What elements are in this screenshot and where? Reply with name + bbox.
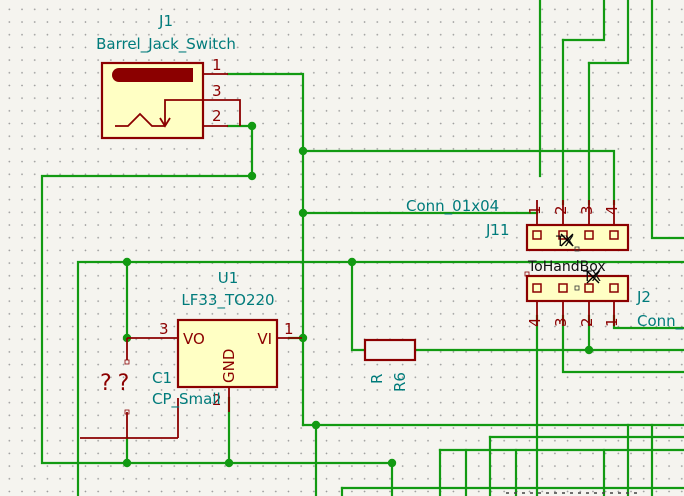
j1-switch-arm [164,99,203,126]
wires [40,0,684,496]
j2-body [525,274,630,303]
junction-dot [311,420,321,430]
u1-ref: U1 [218,269,239,287]
u1-gnd-label: GND [220,349,238,383]
r6-body [363,338,417,362]
j11-anchor [574,246,580,252]
j2-anchor [574,285,580,291]
c1-missing-marks: ?? [100,371,135,396]
j11-pin2-number: 2 [552,205,570,215]
wire-j1-pin2[interactable] [226,124,254,178]
c1-capacitor[interactable]: ?? C1 CP_Small [80,338,221,439]
j2-pin4-number: 4 [526,317,544,327]
u1-value: LF33_TO220 [181,291,274,310]
junction-dot [247,121,257,131]
wire-to-j11-pin4[interactable] [301,149,616,206]
junction-dot [298,333,308,343]
j1-pin3-number: 3 [212,82,222,100]
j11-value: Conn_01x04 [406,197,499,216]
u1-body [176,318,279,389]
j1-pin1-number: 1 [212,56,222,74]
j1-barrel-jack[interactable]: J1 Barrel_Jack_Switch 1 3 2 [96,12,241,140]
j1-value: Barrel_Jack_Switch [96,35,236,54]
j11-pin4-pad [609,230,619,240]
c1-value: CP_Small [152,390,221,409]
j1-ref: J1 [158,12,173,30]
wire-3v3-rail[interactable] [76,260,684,496]
j2-pin1-pad [609,283,619,293]
j2-pin3-number: 3 [552,317,570,327]
wire-top-b[interactable] [587,0,630,65]
wire-j2-pin3[interactable] [561,314,684,374]
j2-no-connect-mark [586,270,600,284]
junction-dot [347,257,357,267]
junction-dot [224,458,234,468]
wire-top-right[interactable] [650,0,684,240]
j11-no-connect-mark [560,233,574,247]
j2-pin4-pad [532,283,542,293]
wire-r6-left[interactable] [350,260,367,352]
j11-body [525,223,630,252]
r6-resistor[interactable]: R R6 [363,338,417,392]
c1-anchor-bottom [124,409,130,415]
junction-dot [298,208,308,218]
j1-pin3-route [228,99,241,126]
j11-pin4-number: 4 [603,205,621,215]
junction-dot [584,345,594,355]
j11-pin3-number: 3 [578,205,596,215]
j11-connector[interactable]: Conn_01x04 J11 1 2 3 4 TX [406,197,630,252]
j1-barrel-end [181,68,193,82]
junction-dot [122,257,132,267]
j2-pin1-number: 1 [603,317,621,327]
j1-pin2-number: 2 [212,107,222,125]
j1-switch-shape [115,112,165,127]
r6-value: R6 [391,372,409,392]
wire-j1-pin1[interactable] [226,72,305,427]
u1-vo-label: VO [183,330,205,348]
junction-dot [387,458,397,468]
u1-pin2-number: 2 [212,391,222,409]
u1-pin1-number: 1 [284,320,294,338]
j2-value: Conn_ [637,312,684,331]
junctions [122,121,594,468]
r6-ref: R [368,374,386,384]
j2-pin3-pad [558,283,568,293]
u1-vi-label: VI [257,330,272,348]
j11-pin2-pad [558,230,568,240]
j11-pin1-number: 1 [526,205,544,215]
j2-pin2-number: 2 [578,317,596,327]
wire-top-a[interactable] [561,0,606,42]
junction-dot [122,458,132,468]
junction-dot [247,171,257,181]
c1-ref: C1 [152,369,172,387]
j11-pin1-pad [532,230,542,240]
j2-pin2-pad [584,283,594,293]
wire-gnd-loop[interactable] [40,174,394,465]
j2-ref: J2 [636,288,651,306]
u1-pin3-number: 3 [159,320,169,338]
j2-label-anchor [524,271,530,277]
u1-regulator[interactable]: U1 LF33_TO220 VO VI GND 3 1 2 [127,269,302,412]
j11-pin3-pad [584,230,594,240]
j11-ref: J11 [485,221,510,239]
j1-barrel-shape [112,68,192,82]
j1-switch-arrow [159,117,171,128]
c1-anchor-top [124,359,130,365]
net-label-tohandbox[interactable]: ToHandBox [527,259,606,275]
junction-dot [298,146,308,156]
j2-connector[interactable]: ToHandBox 4 3 2 1 TX J2 Conn_ [524,259,684,331]
